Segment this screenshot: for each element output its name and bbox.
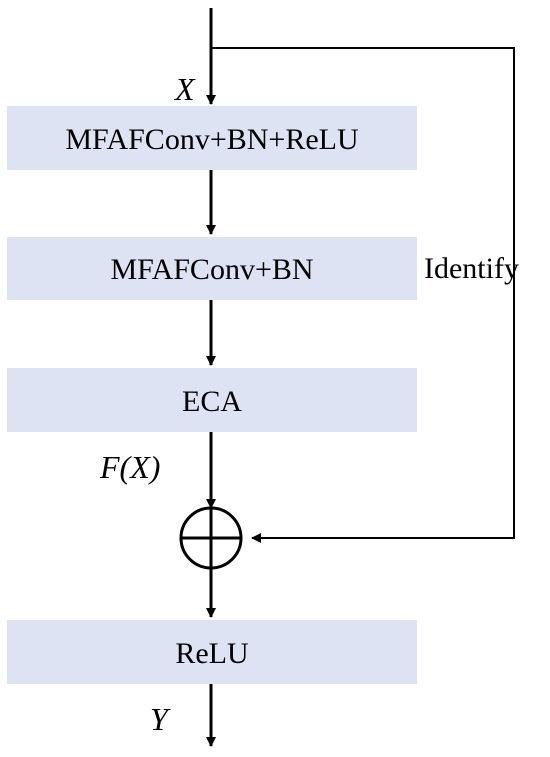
block-mfafconv-bn [7,237,417,300]
block-relu-label: ReLU [175,637,249,670]
block-eca [7,368,417,432]
block-eca-label: ECA [182,385,242,418]
circled-plus-icon [179,506,243,570]
block-mfafconv-bn-relu-label: MFAFConv+BN+ReLU [65,123,359,156]
label-output-y: Y [150,701,171,737]
label-input-x: X [173,71,196,107]
block-mfafconv-bn-label: MFAFConv+BN [110,253,313,286]
block-relu [7,620,417,684]
skip-connection [211,47,515,543]
block-mfafconv-bn-relu [7,106,417,170]
label-identify: Identify [424,252,519,285]
label-residual-fx: F(X) [99,449,160,485]
